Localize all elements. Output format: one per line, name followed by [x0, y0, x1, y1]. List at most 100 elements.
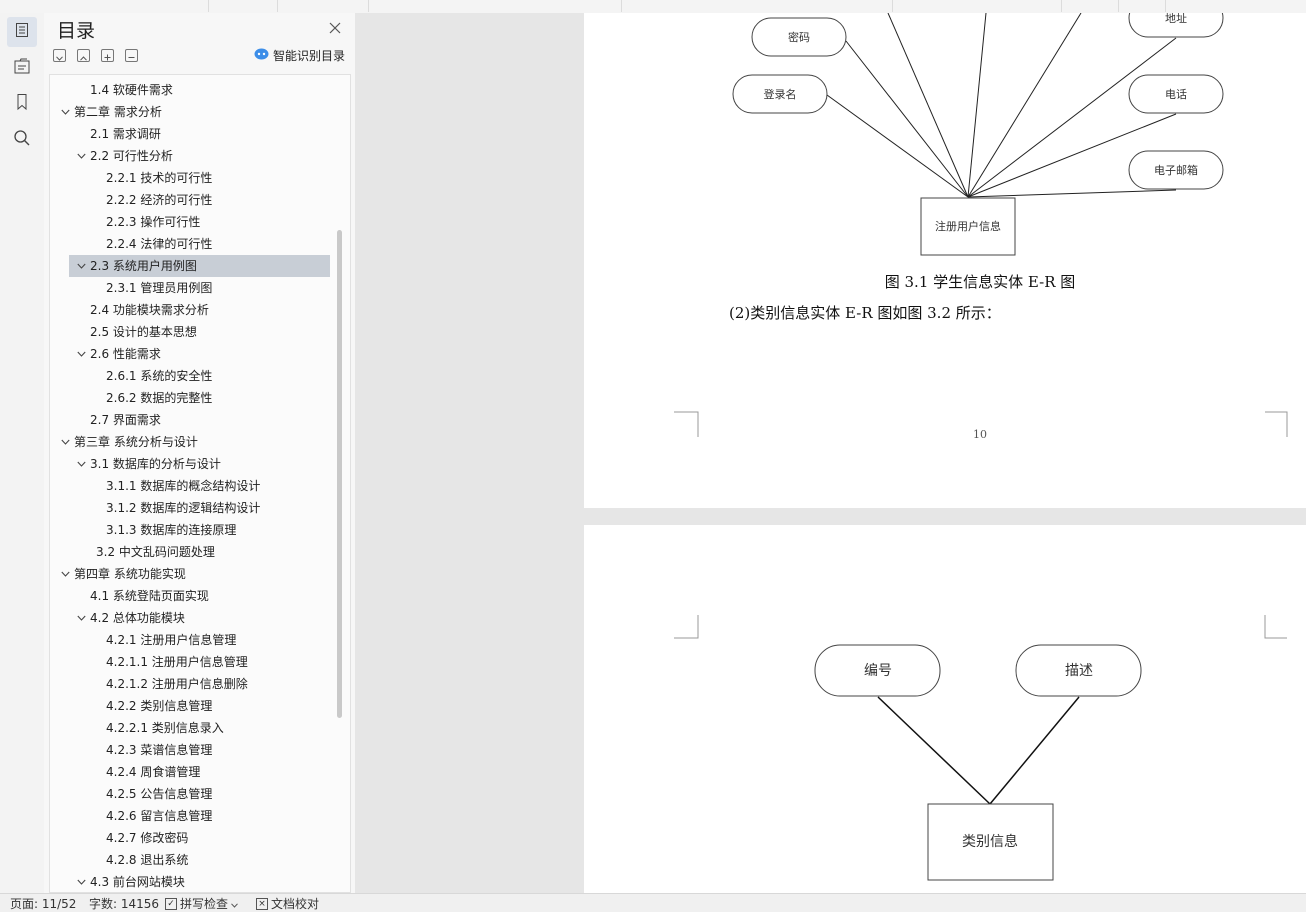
toc-item-label: 4.2.7 修改密码 [106, 831, 189, 845]
toc-item[interactable]: 1.4 软硬件需求 [50, 79, 330, 101]
navigation-pane-icon [13, 57, 31, 79]
toc-item[interactable]: 2.3.1 管理员用例图 [50, 277, 330, 299]
toc-item-label: 2.6.1 系统的安全性 [106, 369, 213, 383]
toc-item-label: 2.2 可行性分析 [90, 149, 173, 163]
page-indicator[interactable]: 页面: 11/52 [10, 896, 76, 912]
toc-item[interactable]: 2.2.1 技术的可行性 [50, 167, 330, 189]
toc-item[interactable]: 4.2.5 公告信息管理 [50, 783, 330, 805]
toc-item[interactable]: 4.1 系统登陆页面实现 [50, 585, 330, 607]
toc-item-label: 2.2.4 法律的可行性 [106, 237, 213, 251]
toc-item[interactable]: 第二章 需求分析 [50, 101, 330, 123]
toc-item[interactable]: 4.2.2 类别信息管理 [50, 695, 330, 717]
toc-item[interactable]: 2.2.3 操作可行性 [50, 211, 330, 233]
toc-item[interactable]: 4.2.1 注册用户信息管理 [50, 629, 330, 651]
remove-heading-button[interactable] [125, 49, 138, 62]
toc-item[interactable]: 2.2.4 法律的可行性 [50, 233, 330, 255]
toolbar-segment [1119, 0, 1166, 12]
toc-item[interactable]: 3.1.2 数据库的逻辑结构设计 [50, 497, 330, 519]
toc-item[interactable]: 2.5 设计的基本思想 [50, 321, 330, 343]
checkbox-icon: ✓ [165, 898, 177, 910]
er-entity [927, 803, 1054, 881]
er-diagram-category: 编号 描述 类别信息 [674, 615, 1287, 881]
toolbar-segment [622, 0, 893, 12]
chevron-down-icon[interactable] [75, 255, 87, 277]
toolbar-segment [1062, 0, 1119, 12]
toc-toolbar [53, 49, 138, 63]
spell-check-toggle[interactable]: ✓ 拼写检查 [165, 896, 238, 912]
toc-item[interactable]: 3.1.1 数据库的概念结构设计 [50, 475, 330, 497]
toc-item[interactable]: 4.2.7 修改密码 [50, 827, 330, 849]
chevron-down-icon[interactable] [75, 453, 87, 475]
smart-recognition-icon [254, 48, 269, 63]
toc-item[interactable]: 3.1 数据库的分析与设计 [50, 453, 330, 475]
expand-all-button[interactable] [53, 49, 66, 62]
smart-toc-button[interactable]: 智能识别目录 [254, 47, 345, 64]
er-entity-label: 注册用户信息 [935, 219, 1001, 233]
toc-item-label: 2.6.2 数据的完整性 [106, 391, 213, 405]
proofread-button[interactable]: × 文档校对 [256, 896, 319, 912]
toc-item[interactable]: 第三章 系统分析与设计 [50, 431, 330, 453]
close-button[interactable] [327, 20, 343, 36]
toc-item[interactable]: 2.1 需求调研 [50, 123, 330, 145]
chevron-down-icon[interactable] [59, 431, 71, 453]
toc-item[interactable]: 4.2.8 退出系统 [50, 849, 330, 871]
toc-item-label: 3.1.2 数据库的逻辑结构设计 [106, 501, 261, 515]
toc-item-label: 3.2 中文乱码问题处理 [96, 545, 215, 559]
toc-item-label: 4.2.1 注册用户信息管理 [106, 633, 237, 647]
toc-item[interactable]: 4.2.1.2 注册用户信息删除 [50, 673, 330, 695]
bookmark-button[interactable] [7, 89, 37, 119]
collapse-all-button[interactable] [77, 49, 90, 62]
navigation-pane-button[interactable] [7, 53, 37, 83]
toc-item[interactable]: 3.2 中文乱码问题处理 [50, 541, 330, 563]
status-bar: 页面: 11/52 字数: 14156 ✓ 拼写检查 × 文档校对 [0, 893, 1306, 912]
er-attr-label: 电话 [1165, 88, 1187, 101]
chevron-down-icon[interactable] [75, 145, 87, 167]
toc-item[interactable]: 2.6.2 数据的完整性 [50, 387, 330, 409]
search-button[interactable] [7, 125, 37, 155]
toc-item[interactable]: 4.2.3 菜谱信息管理 [50, 739, 330, 761]
toc-item-label: 2.1 需求调研 [90, 127, 161, 141]
er-attr-label: 描述 [1065, 663, 1093, 679]
toc-item-label: 2.5 设计的基本思想 [90, 325, 197, 339]
chevron-down-icon[interactable] [75, 607, 87, 629]
toc-item-label: 3.1.1 数据库的概念结构设计 [106, 479, 261, 493]
document-page: 密码 登录名 地址 电话 电子邮箱 注册用户信息 图 3.1 学生信息实体 E-… [584, 13, 1306, 508]
toc-panel-button[interactable] [7, 17, 37, 47]
figure-caption: 图 3.1 学生信息实体 E-R 图 [885, 273, 1076, 291]
er-attr-label: 地址 [1165, 13, 1187, 25]
body-paragraph: (2)类别信息实体 E-R 图如图 3.2 所示： [729, 304, 1001, 322]
toc-item-label: 2.2.1 技术的可行性 [106, 171, 213, 185]
word-count-label: 字数: 14156 [89, 897, 160, 911]
toc-item[interactable]: 2.6 性能需求 [50, 343, 330, 365]
chevron-down-icon[interactable] [75, 871, 87, 892]
toc-item[interactable]: 2.6.1 系统的安全性 [50, 365, 330, 387]
toc-item[interactable]: 2.2 可行性分析 [50, 145, 330, 167]
toc-item[interactable]: 4.2.6 留言信息管理 [50, 805, 330, 827]
toc-item[interactable]: 4.2.2.1 类别信息录入 [50, 717, 330, 739]
toc-item[interactable]: 2.2.2 经济的可行性 [50, 189, 330, 211]
toc-item[interactable]: 4.3 前台网站模块 [50, 871, 330, 892]
smart-toc-label: 智能识别目录 [273, 49, 346, 63]
page-indicator-label: 页面: 11/52 [10, 897, 77, 911]
chevron-down-icon[interactable] [59, 563, 71, 585]
chevron-down-icon[interactable] [59, 101, 71, 123]
toc-item[interactable]: 3.1.3 数据库的连接原理 [50, 519, 330, 541]
toc-item[interactable]: 第四章 系统功能实现 [50, 563, 330, 585]
toc-item-label: 4.3 前台网站模块 [90, 875, 185, 889]
chevron-down-icon [231, 896, 238, 912]
add-heading-button[interactable] [101, 49, 114, 62]
toc-item-label: 2.3.1 管理员用例图 [106, 281, 213, 295]
toc-item[interactable]: 4.2 总体功能模块 [50, 607, 330, 629]
toc-item[interactable]: 2.4 功能模块需求分析 [50, 299, 330, 321]
word-count[interactable]: 字数: 14156 [89, 896, 159, 912]
proofread-label: 文档校对 [271, 897, 320, 911]
toc-scrollbar[interactable] [337, 230, 342, 718]
toc-item[interactable]: 2.7 界面需求 [50, 409, 330, 431]
toc-item[interactable]: 4.2.4 周食谱管理 [50, 761, 330, 783]
toc-item[interactable]: 4.2.1.1 注册用户信息管理 [50, 651, 330, 673]
toc-item[interactable]: 2.3 系统用户用例图 [69, 255, 330, 277]
er-entity [920, 197, 1016, 256]
toc-icon [14, 22, 30, 42]
er-attr-label: 登录名 [764, 87, 797, 101]
chevron-down-icon[interactable] [75, 343, 87, 365]
